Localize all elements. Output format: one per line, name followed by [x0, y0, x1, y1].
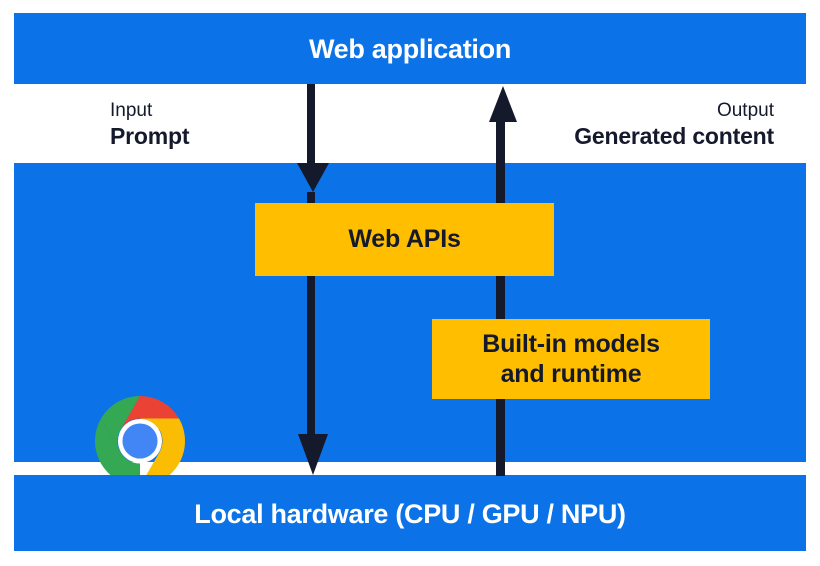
layer-local-hardware: Local hardware (CPU / GPU / NPU)	[14, 475, 806, 551]
layer-local-hardware-label: Local hardware (CPU / GPU / NPU)	[194, 499, 626, 529]
arrow-up-icon	[473, 84, 533, 481]
chrome-logo-icon	[95, 396, 185, 486]
input-annotation: Input Prompt	[110, 99, 190, 150]
component-builtin-models: Built-in models and runtime	[432, 319, 710, 399]
input-value-label: Prompt	[110, 123, 190, 150]
component-builtin-models-line1: Built-in models	[482, 329, 660, 358]
input-kind-label: Input	[110, 100, 153, 121]
component-builtin-models-label: Built-in models and runtime	[482, 329, 660, 390]
component-web-apis-label: Web APIs	[348, 225, 461, 253]
layer-web-application: Web application	[14, 13, 806, 84]
output-kind-label: Output	[716, 100, 774, 121]
component-web-apis: Web APIs	[255, 203, 554, 276]
layer-web-application-label: Web application	[308, 34, 512, 64]
output-value-label: Generated content	[574, 123, 774, 150]
arrow-down-icon	[283, 84, 343, 481]
component-builtin-models-line2: and runtime	[500, 360, 642, 388]
output-annotation: Output Generated content	[574, 99, 774, 150]
